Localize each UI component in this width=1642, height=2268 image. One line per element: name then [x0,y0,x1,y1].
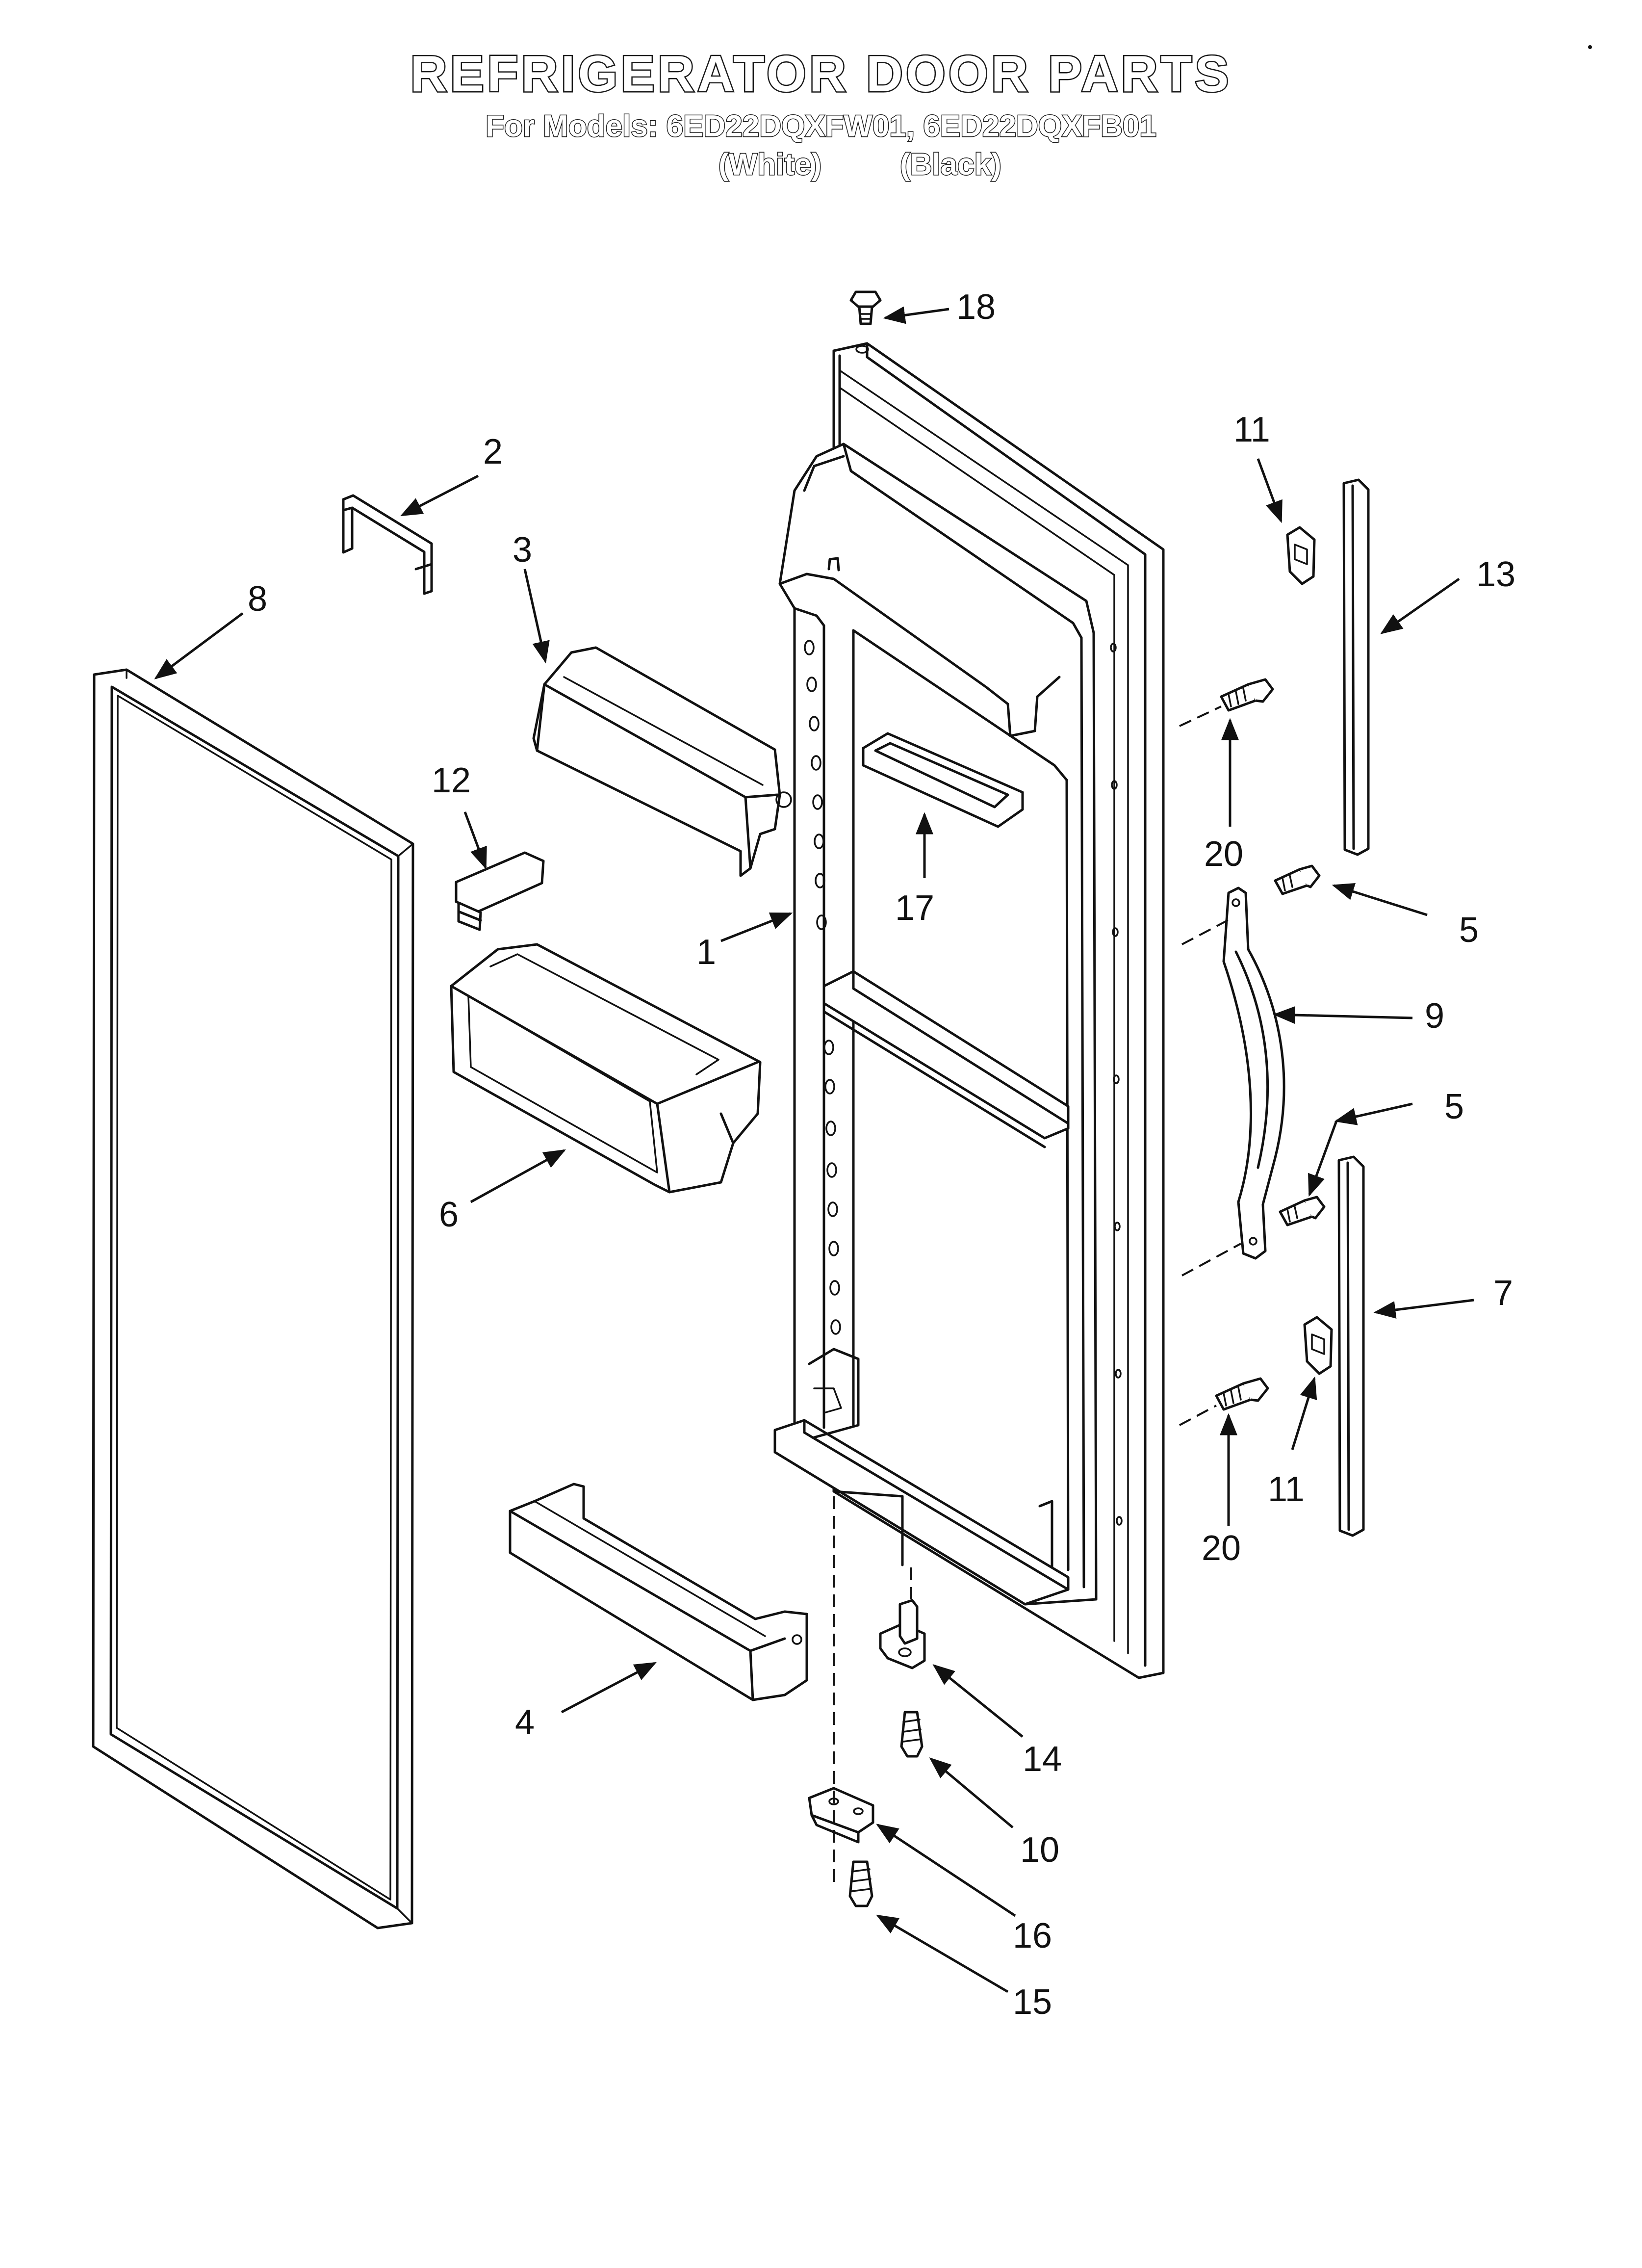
part-14-bottom-hinge [879,1599,926,1669]
part-17-utility-tray [862,732,1024,828]
variant-white-label: (White) [718,147,822,182]
part-6-door-bin [450,943,762,1194]
callout-2: 2 [483,432,503,471]
callout-5-upper: 5 [1459,911,1479,950]
callout-13: 13 [1476,555,1515,594]
leader-arrows [154,306,1474,1993]
callout-4: 4 [515,1703,535,1742]
part-10-hinge-screw [900,1711,924,1758]
part-15-screw [848,1860,873,1907]
shelf-support-holes [804,640,1123,1526]
part-16-hinge-block [808,1787,874,1844]
callout-labels: 18 2 3 8 12 1 17 6 4 11 13 20 5 9 5 7 11… [248,287,1515,2022]
part-9-door-handle [1181,886,1285,1277]
callout-20-lower: 20 [1202,1529,1241,1568]
corner-mark [1588,45,1592,49]
callout-9: 9 [1425,996,1444,1036]
callout-16: 16 [1013,1916,1052,1955]
callout-5-lower: 5 [1444,1087,1464,1126]
part-13-top-trim [1342,478,1370,856]
part-3-dairy-door [532,646,792,877]
part-18-hinge-bushing [849,290,882,325]
part-20-screw-lower [1179,1377,1269,1426]
part-20-screw-upper [1179,678,1274,727]
variant-black-label: (Black) [899,147,1002,182]
part-4-lower-bin [509,1483,808,1701]
callout-20-upper: 20 [1204,834,1243,874]
part-8-door-gasket [92,668,414,1929]
callout-8: 8 [248,579,267,619]
callout-6: 6 [439,1195,459,1234]
callout-11-upper: 11 [1233,410,1270,449]
part-11-trim-clip-lower [1303,1316,1333,1375]
callout-7: 7 [1493,1274,1513,1313]
callout-12: 12 [432,761,471,800]
callout-10: 10 [1020,1830,1059,1870]
part-7-bottom-trim [1337,1155,1365,1537]
callout-3: 3 [513,530,532,570]
part-5-handle-screw-lower [1279,1196,1326,1226]
part-2-dairy-clip [342,494,433,595]
callout-18: 18 [956,287,996,327]
page-title: REFRIGERATOR DOOR PARTS [409,45,1232,104]
callout-17: 17 [895,888,934,928]
callout-1: 1 [696,933,716,972]
callout-11-lower: 11 [1268,1470,1305,1509]
part-5-handle-screw-upper [1274,864,1321,895]
callout-14: 14 [1023,1740,1062,1779]
part-11-trim-clip-upper [1286,526,1316,585]
part-12-clip [455,851,545,931]
callout-15: 15 [1013,1982,1052,2022]
part-1-door-liner [773,342,1165,1679]
models-line: For Models: 6ED22DQXFW01, 6ED22DQXFB01 [485,109,1157,144]
